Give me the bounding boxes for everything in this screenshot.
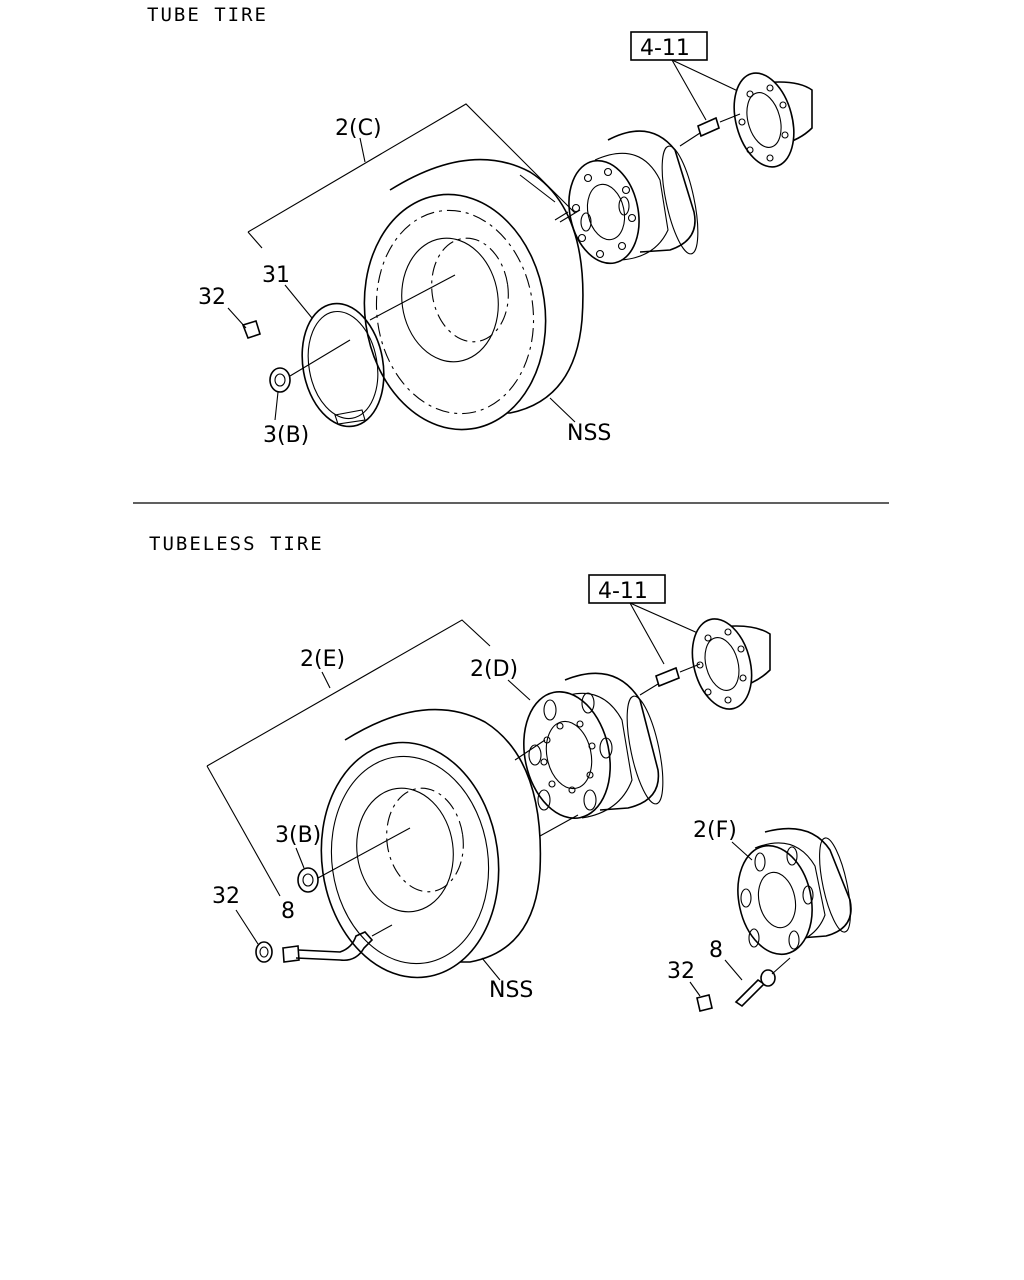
label-nss-bottom: NSS: [489, 978, 533, 1003]
hub-top: [733, 72, 813, 168]
tube-tire-section: TUBE TIRE 4-11: [147, 4, 813, 448]
tire-top: [363, 158, 584, 431]
label-31: 31: [262, 263, 290, 288]
ref-leader: [671, 59, 741, 121]
flap-31: [301, 302, 385, 428]
label-32-alt: 32: [667, 959, 695, 984]
label-32-top: 32: [198, 285, 226, 310]
nut-3b-top: [269, 339, 351, 393]
stud-top: [697, 116, 720, 138]
stud-bottom: [655, 666, 680, 688]
disc-wheel-top: [568, 130, 699, 265]
label-2e: 2(E): [300, 647, 345, 672]
label-3b-bottom: 3(B): [275, 823, 321, 848]
bracket-2c: [247, 103, 576, 233]
ref-box-label-bottom[interactable]: 4-11: [598, 579, 648, 604]
ref-box-4-11-top[interactable]: [630, 31, 708, 61]
label-2d: 2(D): [470, 657, 518, 682]
tube-tire-title: TUBE TIRE: [147, 4, 268, 26]
hub-bottom: [691, 618, 771, 710]
label-2c: 2(C): [335, 116, 382, 141]
nut-3b-bottom: [297, 867, 319, 893]
ref-box-4-11-bottom[interactable]: [588, 574, 666, 604]
cap-32-alt: [696, 994, 713, 1012]
label-2f: 2(F): [693, 818, 737, 843]
label-8: 8: [281, 899, 295, 924]
tire-bottom: [317, 708, 579, 979]
disc-wheel-2f: [737, 827, 852, 956]
label-32-bottom: 32: [212, 884, 240, 909]
disc-wheel-2d: [523, 672, 664, 820]
label-8-alt: 8: [709, 938, 723, 963]
valve-8-alt: [734, 957, 791, 1008]
ref-box-label[interactable]: 4-11: [640, 36, 690, 61]
valve-8: [282, 924, 393, 963]
cap-32-bottom: [255, 941, 273, 963]
tubeless-tire-section: TUBELESS TIRE 4-11: [149, 533, 852, 1012]
label-nss-top: NSS: [567, 421, 611, 446]
tubeless-tire-title: TUBELESS TIRE: [149, 533, 324, 555]
cap-32-top: [241, 320, 261, 340]
bracket-2e: [206, 619, 491, 767]
label-3b-top: 3(B): [263, 423, 309, 448]
